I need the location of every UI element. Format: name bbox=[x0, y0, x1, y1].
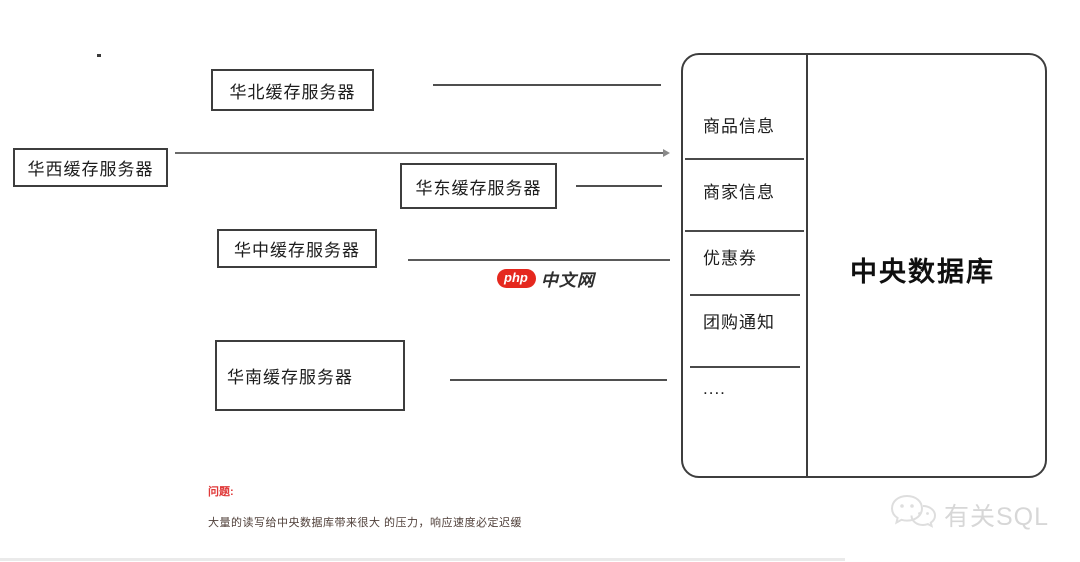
php-watermark-text: 中文网 bbox=[540, 271, 595, 290]
connector-central bbox=[408, 259, 670, 261]
problem-label: 问题: bbox=[208, 486, 234, 498]
stray-mark bbox=[97, 54, 101, 57]
node-south-cache-server: 华南缓存服务器 bbox=[215, 340, 405, 411]
wechat-icon bbox=[888, 492, 940, 537]
database-item-group-buy-notice: 团购通知 bbox=[703, 313, 775, 332]
connector-west bbox=[175, 152, 663, 154]
php-watermark: php 中文网 bbox=[497, 266, 595, 291]
footer-watermark: 有关SQL bbox=[888, 492, 1049, 537]
database-item-product-info: 商品信息 bbox=[703, 117, 775, 136]
database-separator bbox=[690, 294, 800, 296]
connector-south bbox=[450, 379, 667, 381]
bottom-edge-artifact bbox=[0, 558, 845, 561]
database-separator bbox=[685, 158, 804, 160]
database-title: 中央数据库 bbox=[850, 257, 995, 287]
database-divider bbox=[806, 55, 808, 476]
node-north-cache-server: 华北缓存服务器 bbox=[211, 69, 374, 111]
node-label: 华北缓存服务器 bbox=[229, 82, 356, 102]
node-label: 华东缓存服务器 bbox=[415, 178, 542, 198]
problem-description: 大量的读写给中央数据库带来很大 的压力，响应速度必定迟缓 bbox=[208, 517, 523, 529]
connector-east bbox=[576, 185, 662, 187]
node-label: 华中缓存服务器 bbox=[234, 241, 360, 260]
node-west-cache-server: 华西缓存服务器 bbox=[13, 148, 168, 187]
node-label: 华西缓存服务器 bbox=[27, 160, 154, 179]
database-item-coupons: 优惠券 bbox=[703, 249, 757, 268]
arrowhead-icon bbox=[663, 149, 670, 157]
connector-north bbox=[433, 84, 661, 86]
database-item-merchant-info: 商家信息 bbox=[703, 183, 775, 202]
node-east-cache-server: 华东缓存服务器 bbox=[400, 163, 557, 209]
footer-logo-text: 有关SQL bbox=[944, 502, 1050, 531]
node-label: 华南缓存服务器 bbox=[227, 368, 353, 387]
database-item-ellipsis: .... bbox=[703, 379, 726, 398]
node-central-database: 商品信息 商家信息 优惠券 团购通知 .... 中央数据库 bbox=[681, 53, 1047, 478]
database-separator bbox=[690, 366, 800, 368]
node-central-cache-server: 华中缓存服务器 bbox=[217, 229, 377, 268]
php-logo-icon: php bbox=[497, 269, 536, 288]
database-separator bbox=[685, 230, 804, 232]
